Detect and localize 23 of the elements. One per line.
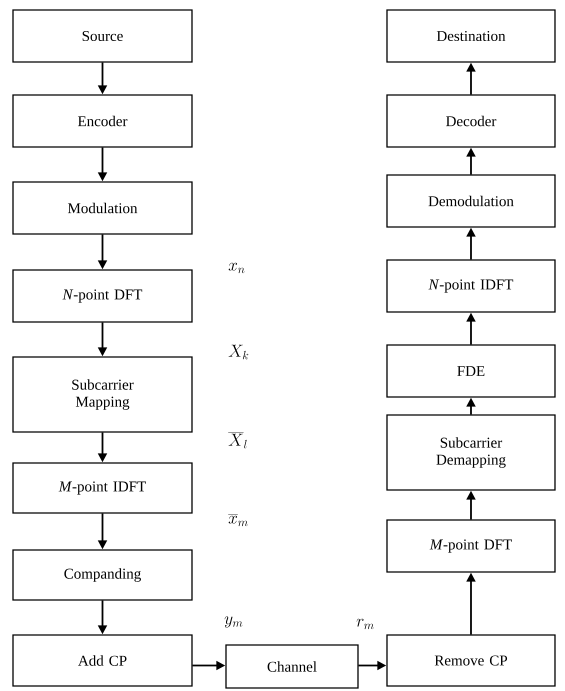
process-box: Encoder xyxy=(12,94,193,148)
process-box: Add CP xyxy=(12,634,193,687)
signal-label: $y_m$ xyxy=(224,616,242,628)
process-box: Destination xyxy=(386,9,556,63)
signal-label: $r_m$ xyxy=(356,618,374,630)
process-box: FDE xyxy=(386,344,556,398)
process-box: Channel xyxy=(225,644,359,689)
process-box: Remove CP xyxy=(386,634,556,687)
process-box: Modulation xyxy=(12,181,193,235)
process-box: Source xyxy=(12,9,193,63)
process-box: Subcarrier Demapping xyxy=(386,414,556,491)
process-box: N-point IDFT xyxy=(386,259,556,313)
process-box: M-point DFT xyxy=(386,519,556,573)
signal-label: $X_k$ xyxy=(228,344,248,360)
signal-label: $x_n$ xyxy=(228,262,244,274)
process-box: M-point IDFT xyxy=(12,462,193,514)
signal-label: $\overline{x}_m$ xyxy=(228,514,248,526)
process-box: Decoder xyxy=(386,94,556,148)
process-box: Companding xyxy=(12,549,193,601)
process-box: N-point DFT xyxy=(12,269,193,323)
process-box: Subcarrier Mapping xyxy=(12,356,193,433)
process-box: Demodulation xyxy=(386,174,556,228)
signal-label: $\overline{X}_l$ xyxy=(228,432,247,448)
